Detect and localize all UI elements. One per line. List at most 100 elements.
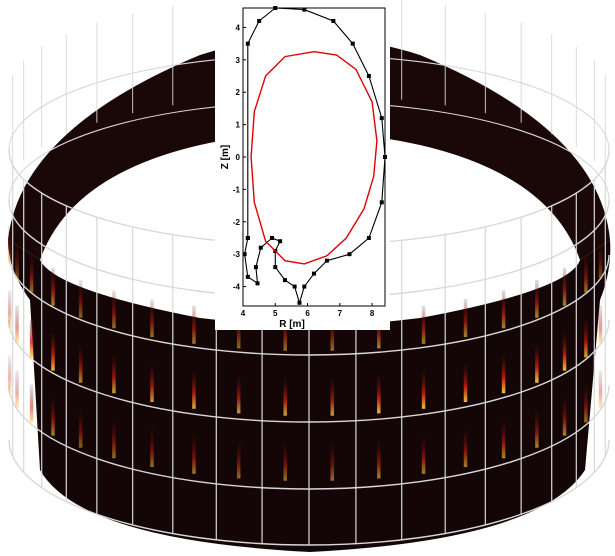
first-wall-marker xyxy=(331,18,336,23)
first-wall-marker xyxy=(255,281,260,286)
vessel-back-wall xyxy=(8,37,610,260)
hot-streak xyxy=(501,355,506,394)
hot-streak xyxy=(29,384,34,423)
hot-streak xyxy=(535,279,539,318)
hot-streak xyxy=(112,420,116,459)
inset-x-ticks: 4 5 6 7 8 xyxy=(241,303,375,318)
inset-background xyxy=(215,0,390,330)
hot-streak xyxy=(562,397,567,436)
hot-streak xyxy=(283,442,287,481)
x-tick-label: 8 xyxy=(370,309,375,318)
y-tick-label: 3 xyxy=(236,56,241,65)
hot-streak xyxy=(29,319,34,358)
hot-streak xyxy=(463,299,468,338)
first-wall-markers xyxy=(242,6,387,305)
first-wall-marker xyxy=(258,245,263,250)
first-wall-marker xyxy=(366,74,371,79)
hot-streak xyxy=(330,312,335,351)
hot-streak xyxy=(283,377,287,416)
hot-streak xyxy=(377,375,381,414)
inset-x-label: R [m] xyxy=(279,319,305,330)
first-wall-marker xyxy=(273,265,278,270)
first-wall-marker xyxy=(312,271,316,276)
first-wall-marker xyxy=(347,252,352,257)
hot-streak xyxy=(112,355,116,394)
x-tick-label: 7 xyxy=(338,309,343,318)
hot-streak xyxy=(78,279,83,318)
hot-streak xyxy=(7,290,12,329)
hot-streak xyxy=(192,305,196,344)
hot-streak xyxy=(330,442,335,481)
first-wall-marker xyxy=(282,278,287,283)
first-wall-marker xyxy=(253,265,258,270)
y-tick-label: -2 xyxy=(233,218,241,227)
plasma-boundary xyxy=(250,50,378,265)
y-tick-label: 1 xyxy=(236,121,241,130)
hot-streak xyxy=(377,440,381,479)
hot-streak xyxy=(562,332,567,371)
hot-streak xyxy=(78,409,83,448)
hot-streak xyxy=(15,240,19,279)
hot-streak xyxy=(598,240,603,279)
first-wall-marker xyxy=(350,41,355,46)
x-tick-label: 6 xyxy=(305,309,310,318)
hot-streak xyxy=(421,435,426,474)
hot-streak xyxy=(330,377,335,416)
hot-streak xyxy=(598,370,603,409)
hot-streak xyxy=(501,420,506,459)
first-wall-marker xyxy=(270,235,275,240)
first-wall-marker xyxy=(324,258,329,263)
hot-streak xyxy=(562,267,567,306)
first-wall-marker xyxy=(366,235,371,240)
hot-streak xyxy=(15,370,19,409)
y-tick-label: 4 xyxy=(236,23,241,32)
hot-streak xyxy=(15,305,19,344)
first-wall-marker xyxy=(245,274,250,279)
first-wall-marker xyxy=(292,284,297,289)
hot-streak xyxy=(51,332,55,371)
hot-streak xyxy=(584,384,588,423)
hot-streak xyxy=(535,344,539,383)
hot-streak xyxy=(598,305,603,344)
hot-streak xyxy=(192,435,196,474)
hot-streak xyxy=(584,319,588,358)
inset-y-label: Z [m] xyxy=(220,145,231,169)
first-wall-marker xyxy=(302,284,307,289)
hot-streak xyxy=(463,364,468,403)
y-tick-label: -4 xyxy=(233,283,241,292)
first-wall-marker xyxy=(245,235,250,240)
hot-streak xyxy=(78,344,83,383)
wall-hot-streaks xyxy=(7,225,603,481)
hot-streak xyxy=(421,370,426,409)
hot-streak xyxy=(421,305,426,344)
vessel-wall xyxy=(7,0,611,552)
hot-streak xyxy=(463,429,468,468)
x-tick-label: 5 xyxy=(273,309,278,318)
hot-streak xyxy=(535,409,539,448)
hot-streak xyxy=(7,355,12,394)
hot-streak xyxy=(7,225,12,264)
hot-streak xyxy=(584,254,588,293)
first-wall-marker xyxy=(278,239,283,244)
first-wall-marker xyxy=(245,41,250,46)
hot-streak xyxy=(112,290,116,329)
first-wall-marker xyxy=(379,200,384,205)
hot-streak xyxy=(29,254,34,293)
first-wall-marker xyxy=(297,300,302,305)
hot-streak xyxy=(150,429,154,468)
hot-streak xyxy=(150,299,154,338)
y-tick-label: -1 xyxy=(233,185,241,194)
first-wall-marker xyxy=(302,7,307,12)
hot-streak xyxy=(192,370,196,409)
hot-streak xyxy=(150,364,154,403)
hot-streak xyxy=(51,267,55,306)
first-wall-marker xyxy=(379,116,384,121)
y-tick-label: -3 xyxy=(233,250,241,259)
hot-streak xyxy=(501,290,506,329)
x-tick-label: 4 xyxy=(241,309,246,318)
first-wall-marker xyxy=(257,18,262,23)
hot-streak xyxy=(236,440,241,479)
